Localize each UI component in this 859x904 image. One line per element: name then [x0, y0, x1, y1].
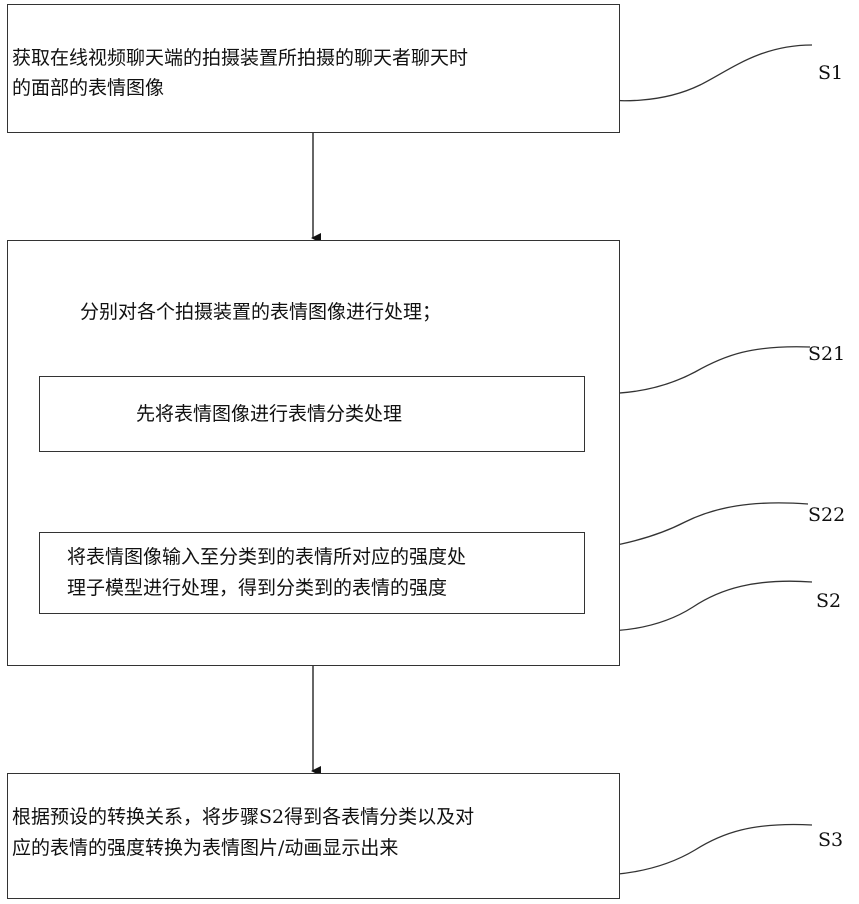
step-s3-text-line2: 应的表情的强度转换为表情图片/动画显示出来: [12, 833, 398, 863]
step-s1-text-line1: 获取在线视频聊天端的拍摄装置所拍摄的聊天者聊天时: [12, 43, 468, 73]
step-s1-text-line2: 的面部的表情图像: [12, 73, 164, 103]
step-s21-label: S21: [808, 343, 845, 365]
step-s21-box: 先将表情图像进行表情分类处理: [39, 376, 585, 452]
step-s1-box: 获取在线视频聊天端的拍摄装置所拍摄的聊天者聊天时 的面部的表情图像: [7, 4, 620, 133]
step-s22-text-line2: 理子模型进行处理，得到分类到的表情的强度: [67, 573, 447, 603]
step-s22-text-line1: 将表情图像输入至分类到的表情所对应的强度处: [67, 542, 466, 572]
step-s3-box: 根据预设的转换关系，将步骤S2得到各表情分类以及对 应的表情的强度转换为表情图片…: [7, 773, 620, 899]
step-s22-label: S22: [808, 504, 845, 526]
step-s3-label: S3: [818, 829, 843, 851]
step-s2-text: 分别对各个拍摄装置的表情图像进行处理；: [80, 297, 441, 327]
step-s1-label: S1: [818, 62, 843, 84]
step-s22-box: 将表情图像输入至分类到的表情所对应的强度处 理子模型进行处理，得到分类到的表情的…: [39, 532, 585, 614]
step-s2-label: S2: [816, 590, 841, 612]
step-s21-text: 先将表情图像进行表情分类处理: [136, 399, 402, 429]
step-s3-text-line1: 根据预设的转换关系，将步骤S2得到各表情分类以及对: [12, 802, 474, 832]
